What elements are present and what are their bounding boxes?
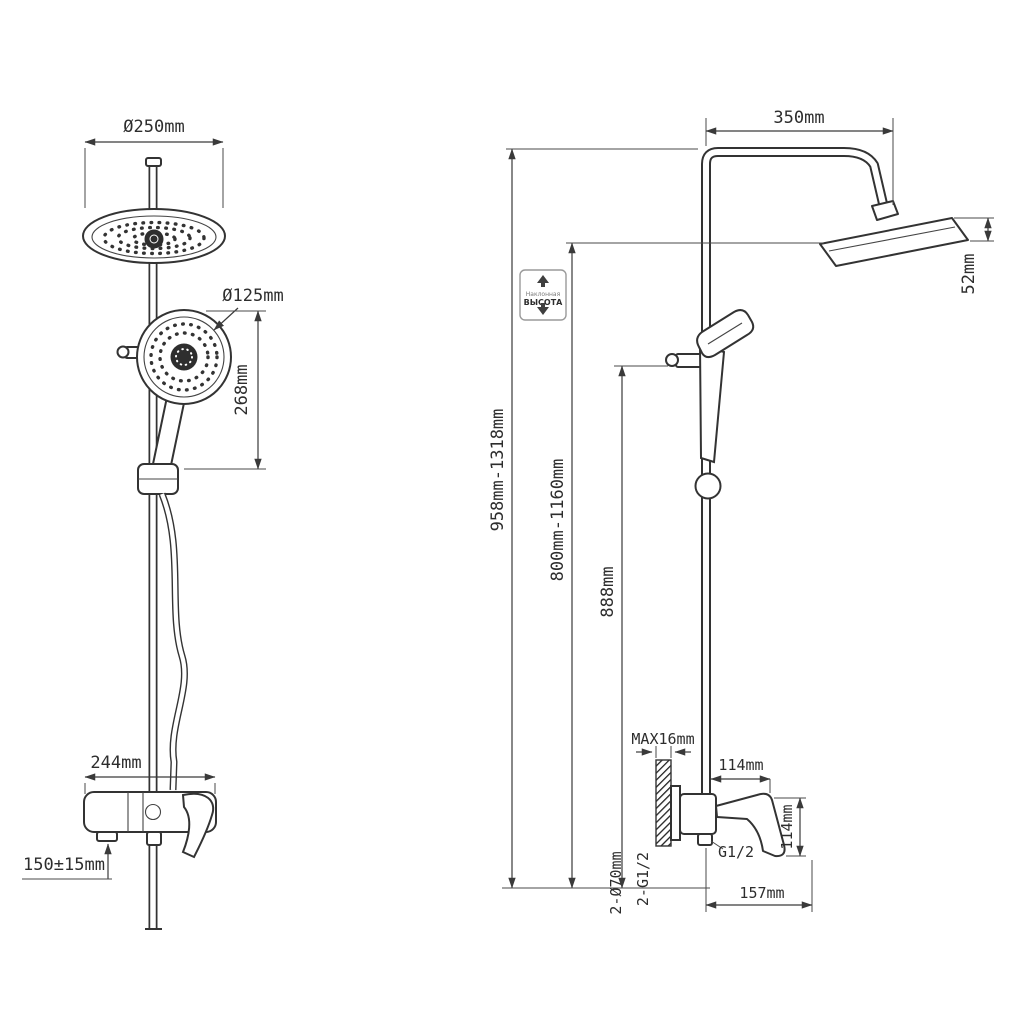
dim-label-head-thickness: 52mm [959,254,979,295]
hand-shower-handle [151,395,186,472]
badge-bottom-label: ВЫСОТА [524,298,564,307]
dim-mixer-width: 244mm [84,753,216,794]
pipe-top-fitting [145,157,162,167]
hand-nozzle-ring-inner [158,331,210,383]
dim-label-spout-reach: 157mm [739,884,784,902]
dim-overhead-diameter: Ø250mm [84,117,224,208]
dim-label-handle-reach: 114mm [718,756,763,774]
spout-outlet [96,831,118,842]
dim-label-handshower-offset: 268mm [232,364,252,415]
shower-hub-ring [149,234,159,244]
hand-shower-side [665,309,755,500]
overhead-shower-side [819,200,969,267]
head-slab [819,217,969,267]
side-riser-and-arm [701,147,889,810]
wand-head-face-line [707,322,743,345]
dim-overall-height: 958mm-1318mm [488,148,698,889]
mixer-side [670,785,786,858]
connection-labels: G1/2 2-G1/2 2-Ø70mm [607,840,754,915]
label-outlet-thread: G1/2 [718,843,754,861]
mixer-escutcheon [144,803,162,821]
diverter-knob [146,831,162,846]
dim-handle-reach: 114mm [710,756,771,793]
dim-arm-reach: 350mm [705,108,894,205]
dim-head-thickness: 52mm [954,217,994,295]
mixer-handle [181,792,215,859]
leader-line [710,840,724,850]
hand-shower-hub [170,343,198,371]
dim-label-arm-reach: 350mm [773,108,824,128]
hand-nozzle-ring-outer [149,322,219,392]
wall-hatch [655,759,672,847]
dim-spout-reach: 157mm [705,848,813,912]
mixer-flange [670,785,681,841]
hose-ball-joint [694,472,722,500]
shower-hose [158,492,188,791]
label-inlet-thread: 2-G1/2 [634,852,652,906]
dim-label-mixer-width: 244mm [90,753,141,773]
arrow-up-icon [537,275,549,287]
arrow-down-icon [537,303,549,315]
wall-section: MAX16mm [631,730,695,847]
holder-bar [675,353,704,368]
side-view: 350mm 52mm Наклонная ВЫСОТА 958mm-1318mm [488,108,994,915]
dim-label-wall-thickness: MAX16mm [631,730,694,748]
dim-label-overall-height: 958mm-1318mm [488,409,508,532]
head-mount [871,200,899,221]
dim-label-holder-height: 888mm [598,566,618,617]
dim-holder-height: 888mm [598,365,668,889]
badge-top-label: Наклонная [526,291,561,298]
holder-knob [665,353,679,367]
mixer-handle-side [715,792,786,858]
label-handshower-diameter: Ø125mm [213,286,284,331]
dim-spout-offset: 150±15mm [22,843,112,880]
wand-handle [698,343,726,464]
label-escutcheon-holes: 2-Ø70mm [607,851,625,914]
hand-shower-front [116,309,232,472]
hand-hub-petals [175,348,193,366]
hand-shower-rim [143,316,225,398]
dim-label-handle-drop: 114mm [778,804,796,849]
overhead-shower-front [82,208,226,264]
dim-label-riser-height: 800mm-1160mm [548,459,568,582]
dim-label-overhead-diameter: Ø250mm [123,117,184,137]
mixer-body-side [679,793,717,835]
head-slab-face-line [828,226,956,252]
outlet-stub [697,833,713,846]
nozzle-ring-outer [102,220,206,256]
dim-riser-height: 800mm-1160mm [548,242,824,889]
shower-hub [144,229,164,249]
slider-clamp [137,463,179,495]
height-adjustable-badge: Наклонная ВЫСОТА [519,269,567,321]
bracket-knob [116,345,130,359]
dim-label-spout-offset: 150±15mm [23,855,105,875]
dim-label-handshower-diameter: Ø125mm [222,286,283,306]
pipe-core [703,149,887,810]
mixer-front [83,791,217,859]
dim-handle-drop: 114mm [774,797,806,857]
dim-handshower-offset: 268mm [184,310,266,470]
front-view: Ø250mm Ø125mm 268mm [22,117,284,930]
badge-frame [519,269,567,321]
shower-disc-inner-rim [91,215,217,259]
hose-core [160,493,187,791]
leader-line [213,307,239,331]
